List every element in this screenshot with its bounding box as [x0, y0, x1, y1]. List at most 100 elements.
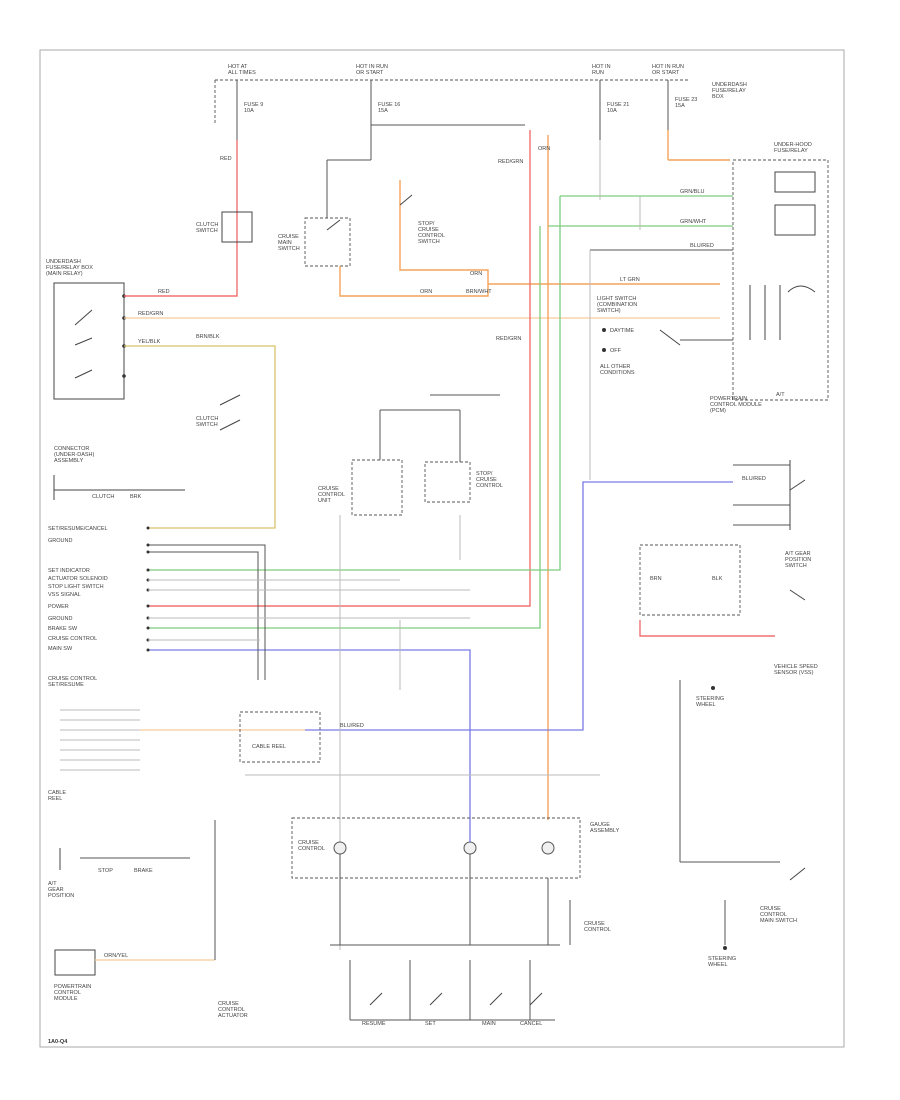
svg-text:CONTROL: CONTROL	[584, 927, 611, 933]
left-relay-block: UNDERDASH FUSE/RELAY BOX (MAIN RELAY)	[46, 259, 126, 400]
svg-text:SENSOR (VSS): SENSOR (VSS)	[774, 670, 814, 676]
vehicle-speed-sensor: BRN BLK VEHICLE SPEED SENSOR (VSS) STEER…	[639, 544, 818, 708]
svg-text:15A: 15A	[378, 108, 388, 114]
svg-text:OFF: OFF	[610, 348, 622, 354]
svg-text:YEL/BLK: YEL/BLK	[138, 339, 161, 345]
svg-text:OR START: OR START	[652, 70, 680, 76]
svg-text:FUSE 16: FUSE 16	[378, 102, 400, 108]
svg-text:CRUISE CONTROL: CRUISE CONTROL	[48, 636, 97, 642]
svg-text:SWITCH): SWITCH)	[597, 308, 621, 314]
svg-text:BLU/RED: BLU/RED	[742, 476, 766, 482]
svg-text:MAIN SW: MAIN SW	[48, 646, 73, 652]
svg-text:MAIN: MAIN	[278, 240, 292, 246]
powertrain-control-module: UNDER-HOOD FUSE/RELAY POWERTRAIN CONTROL…	[710, 142, 829, 414]
svg-text:CRUISE CONTROL: CRUISE CONTROL	[48, 676, 97, 682]
cruise-main-switch: CRUISE MAIN SWITCH	[278, 159, 371, 267]
svg-text:GRN/BLU: GRN/BLU	[680, 189, 704, 195]
svg-text:SET INDICATOR: SET INDICATOR	[48, 568, 90, 574]
svg-text:POWERTRAIN: POWERTRAIN	[54, 984, 91, 990]
svg-text:STEERING: STEERING	[708, 956, 736, 962]
right-gear-switch: A/T GEAR POSITION SWITCH	[733, 460, 811, 569]
cruise-control-unit: SET/RESUME/CANCEL GROUND SET INDICATOR A…	[48, 526, 470, 652]
svg-text:MODULE: MODULE	[54, 996, 78, 1002]
svg-text:FUSE 9: FUSE 9	[244, 102, 263, 108]
gauge-assembly: GAUGE ASSEMBLY CRUISE CONTROL CRUISE CON…	[291, 817, 620, 946]
svg-text:CRUISE: CRUISE	[418, 227, 439, 233]
svg-text:ORN: ORN	[470, 271, 482, 277]
wire-red-power	[124, 210, 238, 297]
svg-text:HOT AT: HOT AT	[228, 64, 248, 70]
wire-green-vertical-a	[148, 196, 561, 571]
fuse-box-top: UNDERDASH FUSE/RELAY BOX	[214, 79, 747, 125]
svg-text:CRUISE: CRUISE	[476, 477, 497, 483]
svg-text:VSS SIGNAL: VSS SIGNAL	[48, 592, 81, 598]
bottom-left-parts: STOP BRAKE A/T GEAR POSITION ORN/YEL POW…	[48, 820, 248, 1019]
svg-text:SWITCH: SWITCH	[196, 228, 218, 234]
svg-text:CONTROL: CONTROL	[298, 846, 325, 852]
svg-text:UNIT: UNIT	[318, 498, 331, 504]
svg-text:UNDERDASH: UNDERDASH	[712, 82, 747, 88]
svg-text:A/T GEAR: A/T GEAR	[785, 551, 811, 557]
svg-text:SET: SET	[425, 1021, 436, 1027]
svg-text:MAIN SWITCH: MAIN SWITCH	[760, 918, 797, 924]
svg-text:BLU/RED: BLU/RED	[340, 723, 364, 729]
svg-text:FUSE/RELAY: FUSE/RELAY	[774, 148, 808, 154]
brake-switch: STOP/ CRUISE CONTROL SWITCH	[399, 194, 445, 245]
light-switch: LIGHT SWITCH (COMBINATION SWITCH) DAYTIM…	[597, 296, 681, 376]
svg-text:(MAIN RELAY): (MAIN RELAY)	[46, 271, 83, 277]
svg-text:CONTROL: CONTROL	[418, 233, 445, 239]
wire-red-vertical	[148, 130, 531, 607]
svg-text:BRAKE SW: BRAKE SW	[48, 626, 78, 632]
svg-text:POWER: POWER	[48, 604, 69, 610]
svg-text:UNDER-HOOD: UNDER-HOOD	[774, 142, 812, 148]
wire-blue-right	[305, 481, 733, 731]
svg-text:BOX: BOX	[712, 94, 724, 100]
svg-text:BLU/RED: BLU/RED	[690, 243, 714, 249]
svg-text:GROUND: GROUND	[48, 538, 72, 544]
svg-text:CONTROL: CONTROL	[318, 492, 345, 498]
svg-text:BRAKE: BRAKE	[134, 868, 153, 874]
svg-text:LT GRN: LT GRN	[620, 277, 640, 283]
svg-text:CRUISE: CRUISE	[298, 840, 319, 846]
wire-yellow	[124, 345, 276, 529]
svg-text:(PCM): (PCM)	[710, 408, 726, 414]
svg-text:GROUND: GROUND	[48, 616, 72, 622]
cable-reel: CABLE REEL	[239, 711, 321, 763]
svg-text:HOT IN RUN: HOT IN RUN	[356, 64, 388, 70]
svg-text:DAYTIME: DAYTIME	[610, 328, 634, 334]
indicator-lamp-2	[463, 841, 477, 855]
svg-text:ORN: ORN	[420, 289, 432, 295]
svg-text:ASSEMBLY: ASSEMBLY	[54, 458, 84, 464]
svg-text:BRN/BLK: BRN/BLK	[196, 334, 220, 340]
steering-switch: CRUISE CONTROL MAIN SWITCH STEERING WHEE…	[679, 680, 806, 968]
indicator-lamp-3	[541, 841, 555, 855]
svg-text:RED: RED	[220, 156, 232, 162]
svg-text:CLUTCH: CLUTCH	[92, 494, 114, 500]
svg-text:HOT IN RUN: HOT IN RUN	[652, 64, 684, 70]
bottom-switches: RESUME SET MAIN CANCEL	[349, 960, 555, 1027]
svg-text:ACTUATOR: ACTUATOR	[218, 1013, 248, 1019]
svg-text:RESUME: RESUME	[362, 1021, 386, 1027]
svg-text:CONTROL: CONTROL	[218, 1007, 245, 1013]
svg-text:CABLE REEL: CABLE REEL	[252, 744, 286, 750]
svg-text:SET/RESUME: SET/RESUME	[48, 682, 84, 688]
svg-text:POWERTRAIN: POWERTRAIN	[710, 396, 747, 402]
svg-text:STOP: STOP	[98, 868, 113, 874]
svg-text:ASSEMBLY: ASSEMBLY	[590, 828, 620, 834]
svg-text:FUSE 23: FUSE 23	[675, 97, 697, 103]
svg-text:SWITCH: SWITCH	[196, 422, 218, 428]
svg-text:GRN/WHT: GRN/WHT	[680, 219, 707, 225]
svg-text:SWITCH: SWITCH	[418, 239, 440, 245]
svg-text:FUSE/RELAY: FUSE/RELAY	[712, 88, 746, 94]
svg-text:RED/GRN: RED/GRN	[498, 159, 523, 165]
svg-text:OR START: OR START	[356, 70, 384, 76]
svg-text:BRK: BRK	[130, 494, 142, 500]
indicator-lamp-1	[333, 841, 347, 855]
svg-text:CRUISE: CRUISE	[218, 1001, 239, 1007]
svg-text:CONTROL: CONTROL	[476, 483, 503, 489]
ac-switch-area: CONNECTOR (UNDER-DASH) ASSEMBLY CLUTCH B…	[53, 446, 185, 500]
svg-text:CRUISE: CRUISE	[278, 234, 299, 240]
svg-text:CRUISE: CRUISE	[760, 906, 781, 912]
wire-blue	[148, 649, 471, 830]
